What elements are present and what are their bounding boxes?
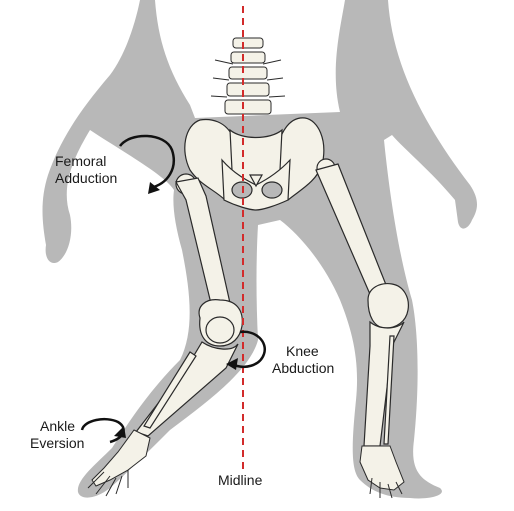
left-lower-leg xyxy=(136,342,238,436)
femoral-label-line1: Femoral xyxy=(55,153,117,170)
knee-abduction-label: Knee Abduction xyxy=(272,343,334,377)
midline-label: Midline xyxy=(218,472,262,489)
knee-label-line1: Knee xyxy=(272,343,334,360)
ankle-eversion-label: Ankle Eversion xyxy=(30,418,84,452)
ankle-label-line1: Ankle xyxy=(30,418,84,435)
knee-label-line2: Abduction xyxy=(272,360,334,377)
ankle-label-line2: Eversion xyxy=(30,435,84,452)
arrow-head xyxy=(114,426,126,438)
femoral-adduction-label: Femoral Adduction xyxy=(55,153,117,187)
spine xyxy=(211,38,285,114)
ankle-rotation-arrow xyxy=(82,419,126,442)
femoral-label-line2: Adduction xyxy=(55,170,117,187)
